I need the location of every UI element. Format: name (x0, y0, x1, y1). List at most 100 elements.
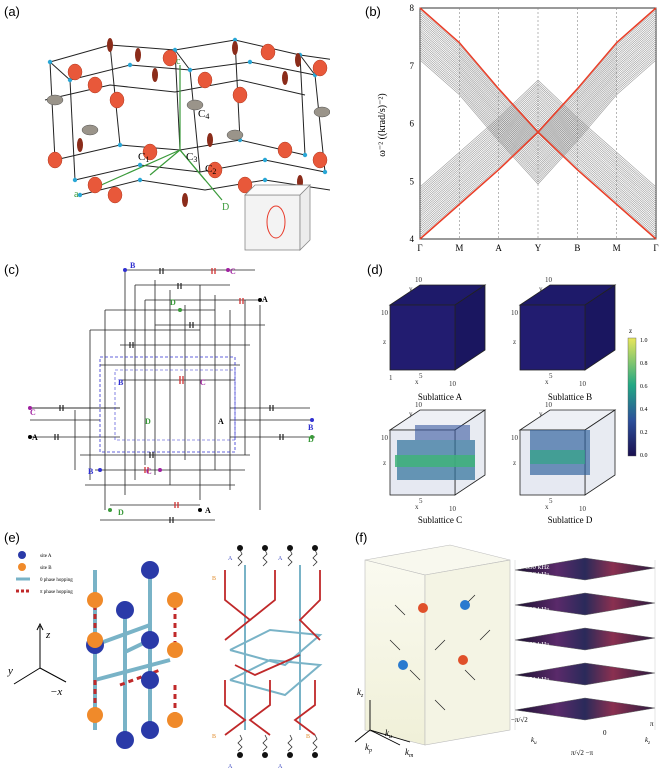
c4-label: C4 (198, 108, 209, 121)
axis-z-label: z (45, 629, 51, 641)
cube-a-x-tick5: 5 (419, 372, 423, 380)
x-tick-label: M (455, 243, 463, 253)
axes-icon (13, 622, 67, 685)
sublattice-cubes: 10 y 10 z 1 5 x 10 10 y 10 z 5 x 10 10 y… (381, 276, 648, 525)
cube-c-z-tick: 10 (381, 434, 389, 442)
legend-pi-phase: π phase hopping (40, 590, 73, 595)
axis-km-label: km (405, 747, 414, 759)
y-tick-label: 8 (410, 3, 415, 13)
freq-label: n=251 kHz (518, 676, 549, 684)
axis-kp-label: kp (365, 742, 372, 754)
cube-d-tick-10: 10 (545, 401, 553, 409)
x-tick-label: M (613, 243, 621, 253)
node-c-left-label: C (30, 408, 36, 417)
circuit-b-tag: B (306, 734, 310, 740)
cube-b-z-label: z (513, 338, 516, 346)
freq-label: n=262 kHz (518, 641, 549, 649)
tick-zero: 0 (603, 729, 607, 737)
node-b-right-label: B (308, 423, 314, 432)
cube-a-x-label: x (415, 378, 419, 386)
node-b-inner-label: B (118, 378, 124, 387)
axis-kz-label: kz (357, 687, 364, 699)
panel-d-label: (d) (367, 262, 383, 277)
bulk-band-line (419, 47, 657, 173)
x-tick-label: Γ (417, 243, 422, 253)
tick-pi-sqrt2-neg-pi: π/√2 −π (571, 749, 594, 757)
tick-neg-pi-sqrt2: −π/√2 (511, 716, 528, 724)
panel-e-label: (e) (4, 530, 20, 545)
cube-b-x-tick5: 5 (549, 372, 553, 380)
legend-site-b: site B (40, 566, 52, 571)
panel-e: (e) site A site B 0 phase hopping π phas… (0, 530, 330, 775)
acoustic-measurement-figure: kz kp ku km n=350 kHz n=326 kHz n=290 kH… (354, 544, 656, 759)
c2-label: C2 (205, 163, 216, 176)
x-tick-label: B (574, 243, 580, 253)
legend: site A site B 0 phase hopping π phase ho… (16, 551, 73, 595)
colorbar-tick: 1.0 (640, 338, 648, 344)
colorbar-tick: 0.8 (640, 361, 648, 367)
cube-d-y-label: y (539, 410, 543, 418)
axis-ku-label: ku (385, 728, 392, 740)
cube-b-y-label: y (539, 285, 543, 293)
cube-c-x-label: x (415, 503, 419, 511)
y-tick-label: 5 (410, 176, 415, 186)
cube-sublattice-b (518, 284, 617, 371)
panel-a: (a) (0, 0, 330, 260)
sublattice-b-title: Sublattice B (548, 392, 592, 402)
x-tick-label: A (495, 243, 502, 253)
bulk-band-line (419, 94, 657, 202)
bulk-band-line (419, 106, 657, 215)
cube-a-x-tick1: 1 (389, 374, 393, 382)
cube-b-tick-10: 10 (545, 276, 553, 284)
freq-label: n=290 kHz (518, 606, 549, 614)
sublattice-c-title: Sublattice C (418, 515, 462, 525)
cube-a-y-label: y (409, 285, 413, 293)
tick-pi: π (650, 720, 654, 728)
bulk-band-line (419, 98, 657, 206)
sublattice-a-title: Sublattice A (418, 392, 463, 402)
circuit-model: A A A A B B B (212, 545, 323, 770)
node-a-left-label: A (32, 433, 38, 442)
freq-label: n=326 kHz (518, 571, 549, 579)
c3-label: C3 (186, 151, 197, 164)
colorbar-title: z (629, 327, 632, 335)
cube-b-x-label: x (545, 378, 549, 386)
colorbar-tick: 0.6 (640, 384, 648, 390)
node-d-right-label: D (308, 435, 314, 444)
node-a-inner-label: A (218, 417, 224, 426)
cube-a-z-tick: 10 (381, 309, 389, 317)
circuit-b-tag: B (212, 576, 216, 582)
cube-a-x-tick10: 10 (449, 380, 457, 388)
colorbar: z 1.0 0.8 0.6 0.4 0.2 0.0 (627, 327, 648, 459)
panel-c-label: (c) (4, 262, 20, 277)
cube-sublattice-a (388, 284, 487, 371)
panel-f: (f) (335, 530, 665, 775)
circuit-a-tag: A (228, 556, 233, 562)
circuit-b-tag: B (212, 734, 216, 740)
y-tick-label: 7 (410, 61, 415, 71)
cube-b-x-tick10: 10 (579, 380, 587, 388)
tick-ku-label: ku (531, 736, 537, 746)
bulk-band-line (419, 129, 657, 238)
x-tick-label: Y (535, 243, 542, 253)
node-b-label: B (130, 261, 136, 270)
cube-c-y-label: y (409, 410, 413, 418)
node-d-bottom-label: D (118, 508, 124, 517)
cube-c-x-tick5: 5 (419, 497, 423, 505)
cube-c-x-tick10: 10 (449, 505, 457, 513)
cube-b-z-tick: 10 (511, 309, 519, 317)
axis-d-label: D (222, 202, 229, 213)
bulk-band-line (419, 55, 657, 181)
cube-sublattice-c (388, 409, 487, 496)
bulk-band-line (419, 119, 657, 227)
lattice-3d-diagram: c a D C1 C3 C2 C4 (44, 37, 330, 251)
cube-d-x-tick10: 10 (579, 505, 587, 513)
panel-c: (c) (0, 260, 330, 530)
colorbar-tick: 0.2 (640, 430, 648, 436)
node-a-bottom-label: A (205, 506, 211, 515)
y-tick-label: 6 (410, 119, 415, 129)
cube-sublattice-d (518, 409, 617, 496)
node-d-label: D (170, 298, 176, 307)
